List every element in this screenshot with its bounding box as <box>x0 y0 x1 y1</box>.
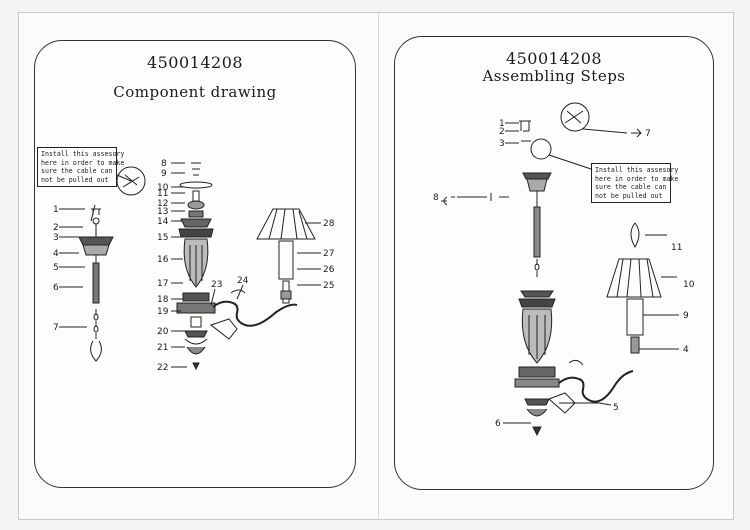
note-line: sure the cable can <box>41 167 113 176</box>
part-label: 13 <box>157 207 168 217</box>
note-line: not be pulled out <box>595 191 663 200</box>
part-label: 3 <box>53 233 59 243</box>
part-label: 12 <box>157 199 168 209</box>
magnifier-circle <box>116 166 146 196</box>
part-label: 15 <box>157 233 168 243</box>
page-fold-line <box>378 12 379 520</box>
part-label: 18 <box>157 295 169 305</box>
panel-heading: Component drawing <box>113 83 277 101</box>
part-label: 27 <box>323 249 334 259</box>
magnifier-circle <box>560 102 590 132</box>
part-label: 22 <box>157 363 168 373</box>
component-exploded-diagram: 1 2 3 4 5 6 7 8 9 10 11 12 13 14 15 16 1… <box>53 159 335 373</box>
part-label: 6 <box>53 283 59 293</box>
part-label: 19 <box>157 307 169 317</box>
step-label: 4 <box>683 345 689 355</box>
part-label: 10 <box>157 183 169 193</box>
step-label: 10 <box>683 280 695 290</box>
note-line: Install this assesory <box>41 150 125 158</box>
assembling-steps-panel: 450014208 Assembling Steps Install this … <box>394 36 714 490</box>
part-label: 8 <box>161 159 167 169</box>
step-label: 5 <box>613 403 619 413</box>
part-label: 21 <box>157 343 168 353</box>
part-label: 20 <box>157 327 169 337</box>
note-line: here in order to make <box>41 158 125 167</box>
part-label: 16 <box>157 255 169 265</box>
cable-note-box: Install this assesory here in order to m… <box>37 147 125 188</box>
part-label: 14 <box>157 217 169 227</box>
step-label: 8 <box>433 193 439 203</box>
model-number: 450014208 <box>146 53 244 72</box>
step-label: 3 <box>499 139 505 149</box>
part-label: 23 <box>211 280 222 290</box>
step-label: 7 <box>645 129 651 139</box>
note-line: sure the cable can <box>595 183 667 192</box>
step-label: 2 <box>499 127 505 137</box>
model-number: 450014208 <box>505 49 603 68</box>
step-label: 1 <box>499 119 505 129</box>
part-label: 28 <box>323 219 335 229</box>
step-label: 9 <box>683 311 689 321</box>
part-label: 17 <box>157 279 168 289</box>
part-label: 24 <box>237 276 249 286</box>
part-label: 2 <box>53 223 59 233</box>
note-line: not be pulled out <box>41 175 109 184</box>
step-label: 6 <box>495 419 501 429</box>
part-label: 1 <box>53 205 59 215</box>
part-label: 11 <box>157 189 168 199</box>
component-drawing-panel: 450014208 Component drawing Install this… <box>34 40 356 488</box>
part-label: 9 <box>161 169 167 179</box>
part-label: 25 <box>323 281 334 291</box>
panel-heading: Assembling Steps <box>482 67 626 85</box>
cable-note-box: Install this assesory here in order to m… <box>591 163 679 204</box>
part-label: 7 <box>53 323 59 333</box>
assembly-steps-diagram: 1 2 3 4 5 6 7 8 9 10 11 <box>433 102 695 437</box>
note-line: Install this assesory <box>595 166 679 174</box>
note-line: here in order to make <box>595 174 679 183</box>
part-label: 4 <box>53 249 59 259</box>
part-label: 5 <box>53 263 59 273</box>
step-label: 11 <box>671 243 682 253</box>
part-label: 26 <box>323 265 335 275</box>
